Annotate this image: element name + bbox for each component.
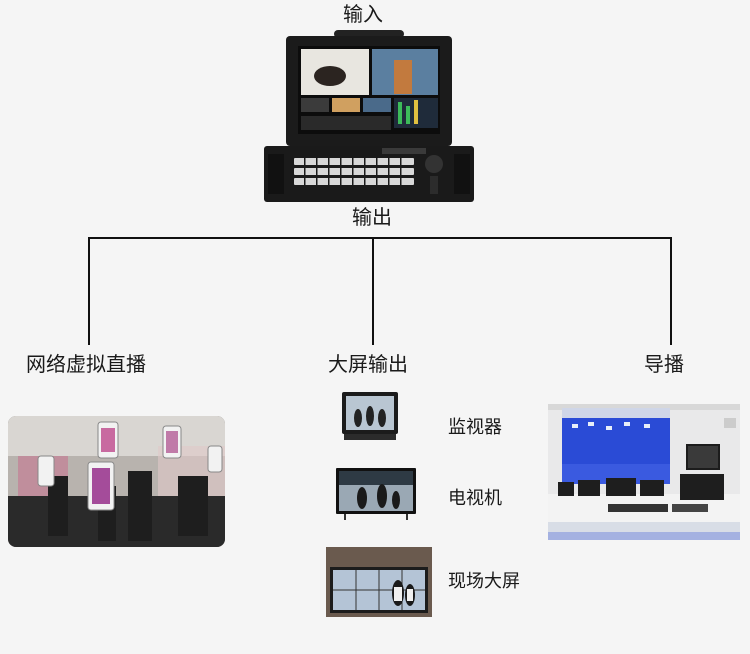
output-label: 输出 [352, 205, 392, 229]
director-room-photo [548, 404, 740, 540]
monitor-icon [340, 390, 400, 442]
live-streaming-photo [8, 416, 225, 547]
connector-center [372, 237, 374, 345]
branch-screen-label: 大屏输出 [328, 352, 408, 376]
screen-item-tv-label: 电视机 [448, 488, 502, 509]
screen-item-monitor-label: 监视器 [448, 417, 502, 438]
connector-left [88, 237, 90, 345]
connector-right [670, 237, 672, 345]
tv-icon [334, 466, 418, 522]
branch-live-label: 网络虚拟直播 [26, 352, 146, 376]
branch-director-label: 导播 [644, 352, 684, 376]
video-wall-icon [326, 547, 432, 617]
input-label: 输入 [343, 2, 383, 26]
screen-item-video-wall-label: 现场大屏 [448, 571, 520, 592]
portable-switcher-device [264, 30, 474, 202]
connector-horizontal [88, 237, 672, 239]
